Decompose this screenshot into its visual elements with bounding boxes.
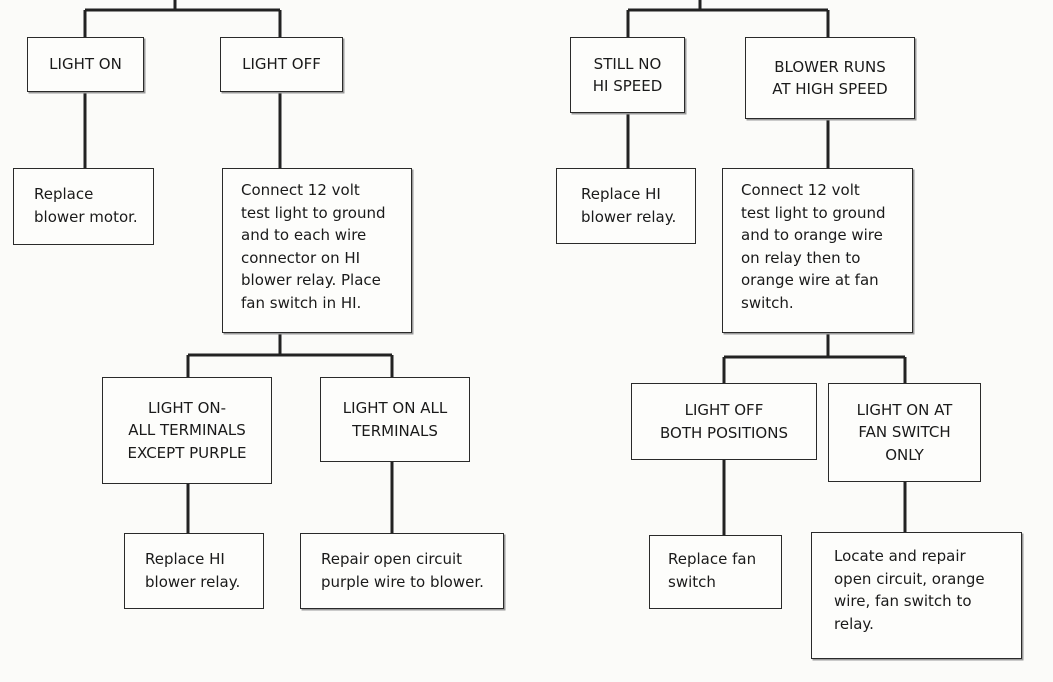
replace-hi-relay-box-right: Replace HI blower relay. <box>556 168 696 244</box>
light-off-label: LIGHT OFF <box>242 55 321 74</box>
light-off-box: LIGHT OFF <box>220 37 343 92</box>
blower-runs-high-box: BLOWER RUNS AT HIGH SPEED <box>745 37 915 119</box>
still-no-hi-speed-box: STILL NO HI SPEED <box>570 37 685 113</box>
blower-runs-high-label: BLOWER RUNS AT HIGH SPEED <box>772 57 888 99</box>
light-on-except-purple-box: LIGHT ON- ALL TERMINALS EXCEPT PURPLE <box>102 377 272 484</box>
connect-orange-box: Connect 12 volt test light to ground and… <box>722 168 913 333</box>
repair-purple-box: Repair open circuit purple wire to blowe… <box>300 533 504 609</box>
light-on-fan-switch-box: LIGHT ON AT FAN SWITCH ONLY <box>828 383 981 482</box>
replace-hi-relay-box-left: Replace HI blower relay. <box>124 533 264 609</box>
light-on-fan-switch-label: LIGHT ON AT FAN SWITCH ONLY <box>856 400 953 464</box>
locate-repair-orange-box: Locate and repair open circuit, orange w… <box>811 532 1022 659</box>
replace-blower-motor-box: Replace blower motor. <box>13 168 154 245</box>
light-off-both-positions-box: LIGHT OFF BOTH POSITIONS <box>631 383 817 460</box>
light-on-label: LIGHT ON <box>49 55 122 74</box>
light-on-all-terminals-label: LIGHT ON ALL TERMINALS <box>342 399 448 440</box>
connect-test-light-box: Connect 12 volt test light to ground and… <box>222 168 412 333</box>
light-on-all-terminals-box: LIGHT ON ALL TERMINALS <box>320 377 470 462</box>
light-on-except-purple-label: LIGHT ON- ALL TERMINALS EXCEPT PURPLE <box>127 398 247 462</box>
replace-fan-switch-box: Replace fan switch <box>649 535 782 609</box>
light-off-both-positions-label: LIGHT OFF BOTH POSITIONS <box>660 401 788 442</box>
light-on-box: LIGHT ON <box>27 37 144 92</box>
still-no-hi-speed-label: STILL NO HI SPEED <box>592 54 663 96</box>
